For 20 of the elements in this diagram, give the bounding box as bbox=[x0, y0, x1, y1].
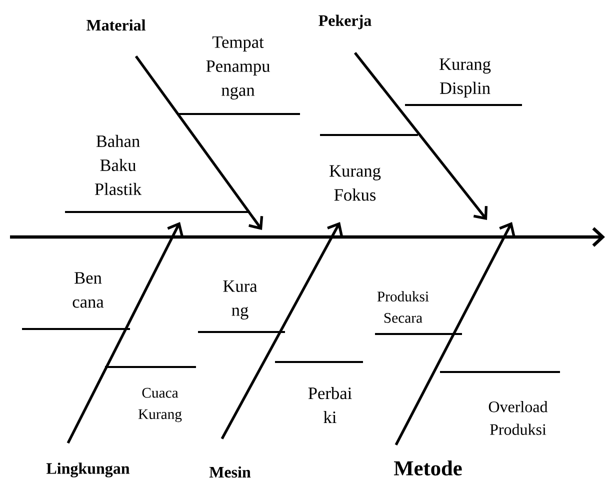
cause-label: Ben cana bbox=[72, 272, 104, 308]
cause-label: Perbai ki bbox=[308, 386, 352, 423]
cause-label: Cuaca Kurang bbox=[138, 388, 182, 422]
cause-label: Produksi Secara bbox=[377, 291, 429, 323]
cause-label: Overload Produksi bbox=[488, 401, 548, 435]
cause-label: Kura ng bbox=[223, 280, 258, 320]
category-label: Lingkungan bbox=[46, 462, 130, 478]
cause-label: Kurang Displin bbox=[440, 58, 491, 98]
bone-arrow bbox=[394, 222, 516, 446]
category-label: Mesin bbox=[209, 466, 251, 478]
category-label: Metode bbox=[394, 460, 462, 476]
cause-label: Kurang Fokus bbox=[330, 165, 381, 201]
cause-label: Tempat Penampu ngan bbox=[206, 36, 270, 100]
bone-arrow bbox=[220, 222, 343, 440]
category-label: Material bbox=[86, 19, 146, 31]
cause-label: Bahan Baku Plastik bbox=[94, 134, 142, 196]
bone-arrow bbox=[66, 222, 184, 444]
bone-arrow bbox=[134, 55, 264, 230]
bone-arrow bbox=[354, 52, 488, 220]
category-label: Pekerja bbox=[318, 14, 372, 30]
